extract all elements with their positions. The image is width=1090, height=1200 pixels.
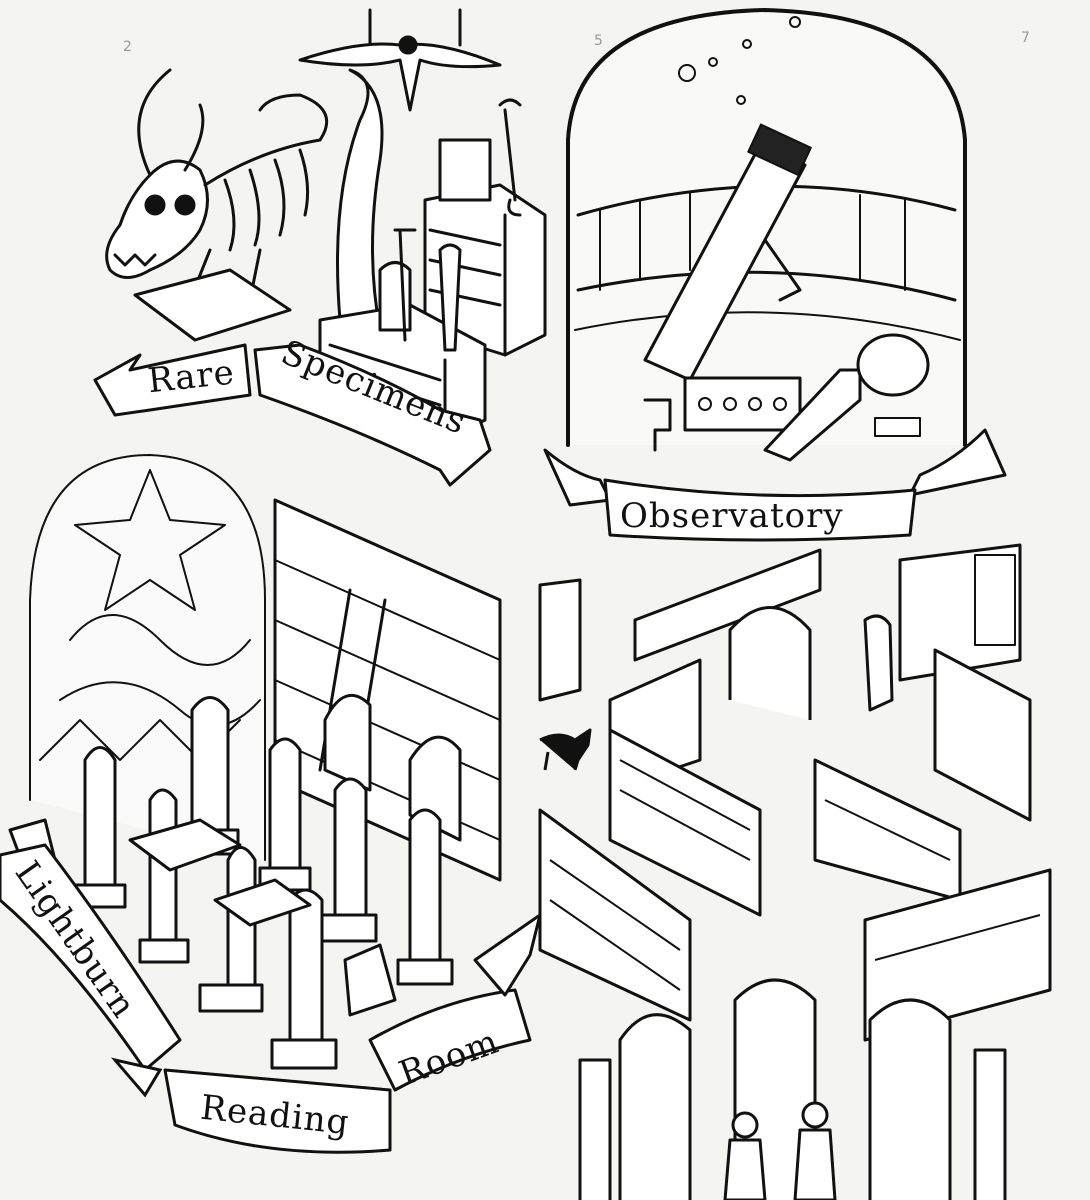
reading-room-vignette [29,454,502,1070]
rare-banner: Rare [93,343,252,417]
observatory-label: Observatory [620,496,844,536]
rare-label: Rare [146,352,237,401]
page-number-2: 2 [123,39,132,55]
library-maze-vignette [538,543,1052,1200]
observatory-banner: Observatory [543,428,1007,542]
room-banner: Room [368,913,542,1094]
reading-banner: Reading [110,1057,392,1154]
rare-specimens-vignette [105,8,547,442]
page-number-7: 7 [1021,30,1030,46]
observatory-vignette [566,8,967,462]
page-number-5: 5 [594,33,603,49]
